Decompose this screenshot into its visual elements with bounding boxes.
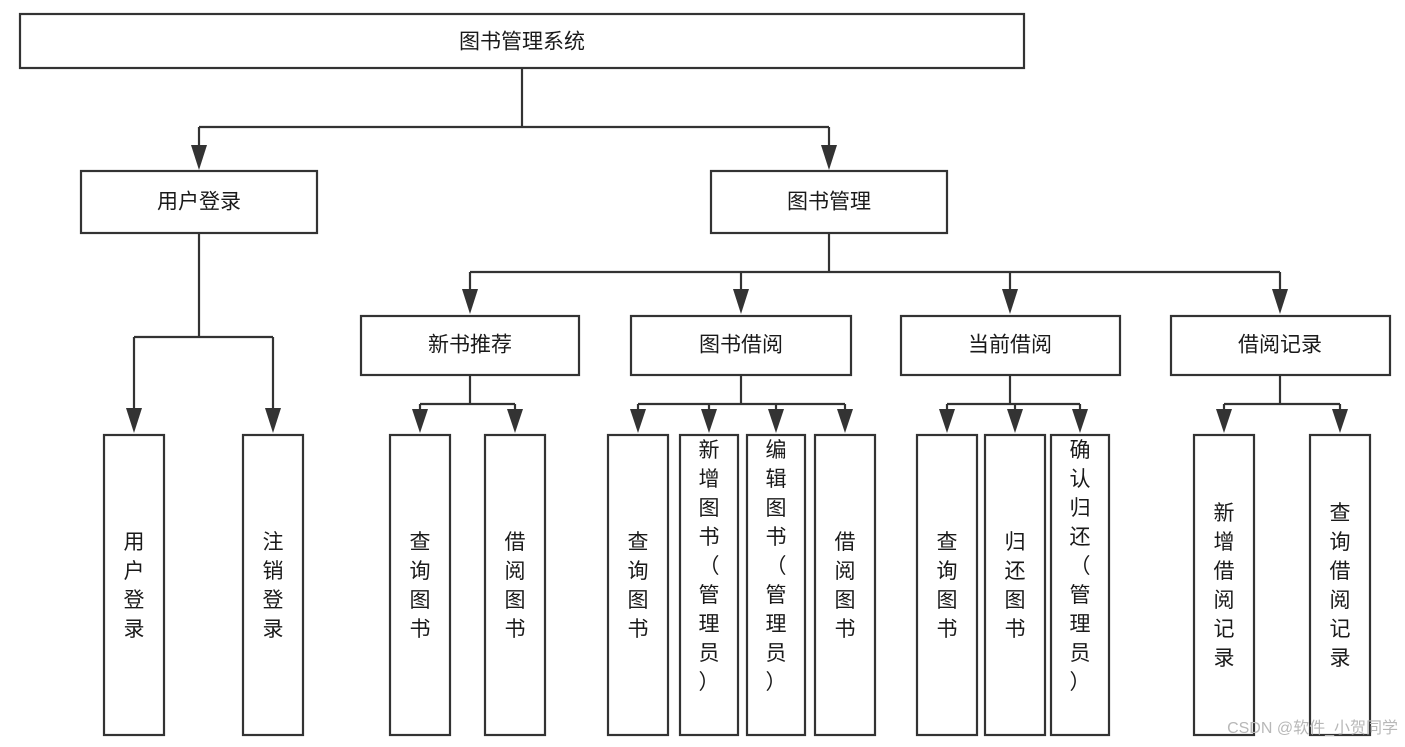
node-user-login-box[interactable] — [79, 169, 319, 235]
node-user-login-label: 用户登录 — [157, 191, 241, 214]
arrow-head-borrow-record — [1272, 289, 1288, 314]
connector-layer — [126, 68, 1348, 433]
node-leaf-query-book-1-box[interactable] — [388, 433, 452, 737]
node-new-book-recommend-box[interactable] — [359, 314, 581, 377]
node-book-borrow[interactable]: 图书借阅 — [629, 314, 853, 377]
arrow-head-leaf-add-record — [1216, 409, 1232, 433]
node-book-borrow-label: 图书借阅 — [699, 334, 783, 357]
node-leaf-edit-book-label: 编辑图书（管理员） — [766, 439, 787, 694]
node-current-borrow-box[interactable] — [899, 314, 1122, 377]
node-borrow-record[interactable]: 借阅记录 — [1169, 314, 1392, 377]
node-root[interactable]: 图书管理系统 — [18, 12, 1026, 70]
arrow-head-leaf-query-book-3 — [939, 409, 955, 433]
node-leaf-add-book-label: 新增图书（管理员） — [699, 439, 720, 694]
node-leaf-add-book[interactable]: 新增图书（管理员） — [678, 433, 740, 737]
arrow-head-leaf-user-login — [126, 408, 142, 433]
arrow-head-leaf-borrow-book-1 — [507, 409, 523, 433]
node-leaf-borrow-book-2-label: 借阅图书 — [835, 531, 856, 641]
node-current-borrow-label: 当前借阅 — [968, 334, 1052, 357]
node-leaf-user-login[interactable]: 用户登录 — [102, 433, 166, 737]
arrow-head-leaf-return-book — [1007, 409, 1023, 433]
node-leaf-logout-label: 注销登录 — [263, 531, 284, 641]
node-leaf-query-book-3-box[interactable] — [915, 433, 979, 737]
node-leaf-add-book-box[interactable] — [678, 433, 740, 737]
node-user-login[interactable]: 用户登录 — [79, 169, 319, 235]
arrow-head-current-borrow — [1002, 289, 1018, 314]
node-borrow-record-box[interactable] — [1169, 314, 1392, 377]
node-leaf-confirm-return[interactable]: 确认归还（管理员） — [1049, 433, 1111, 737]
node-leaf-return-book-box[interactable] — [983, 433, 1047, 737]
node-leaf-query-book-3-label: 查询图书 — [937, 531, 958, 641]
arrow-head-leaf-add-book — [701, 409, 717, 433]
node-leaf-borrow-book-1[interactable]: 借阅图书 — [483, 433, 547, 737]
arrow-head-leaf-confirm-return — [1072, 409, 1088, 433]
arrow-head-leaf-query-book-1 — [412, 409, 428, 433]
node-leaf-query-record-label: 查询借阅记录 — [1330, 502, 1351, 670]
node-root-label: 图书管理系统 — [459, 31, 585, 54]
node-leaf-borrow-book-2-box[interactable] — [813, 433, 877, 737]
arrow-head-new-book-recommend — [462, 289, 478, 314]
node-leaf-borrow-book-2[interactable]: 借阅图书 — [813, 433, 877, 737]
node-book-borrow-box[interactable] — [629, 314, 853, 377]
leaf-node-layer: 用户登录 注销登录 查询图书 借阅图书 查询图书 新增图书（管理员） 编辑图书（管理员） 借阅… — [102, 433, 1372, 737]
node-leaf-query-record-box[interactable] — [1308, 433, 1372, 737]
node-book-manage[interactable]: 图书管理 — [709, 169, 949, 235]
arrow-head-book-borrow — [733, 289, 749, 314]
node-book-manage-box[interactable] — [709, 169, 949, 235]
node-leaf-edit-book-box[interactable] — [745, 433, 807, 737]
node-leaf-borrow-book-1-label: 借阅图书 — [505, 531, 526, 641]
node-current-borrow[interactable]: 当前借阅 — [899, 314, 1122, 377]
csdn-watermark: CSDN @软件_小贺同学 — [1227, 719, 1398, 737]
node-leaf-edit-book[interactable]: 编辑图书（管理员） — [745, 433, 807, 737]
node-leaf-add-record-box[interactable] — [1192, 433, 1256, 737]
arrow-head-leaf-query-book-2 — [630, 409, 646, 433]
node-leaf-return-book-label: 归还图书 — [1005, 531, 1026, 641]
node-leaf-user-login-box[interactable] — [102, 433, 166, 737]
node-leaf-query-book-2-label: 查询图书 — [628, 531, 649, 641]
node-new-book-recommend-label: 新书推荐 — [428, 334, 512, 357]
arrow-head-leaf-query-record — [1332, 409, 1348, 433]
arrow-head-leaf-edit-book — [768, 409, 784, 433]
node-leaf-query-book-2[interactable]: 查询图书 — [606, 433, 670, 737]
node-leaf-query-book-2-box[interactable] — [606, 433, 670, 737]
node-leaf-user-login-label: 用户登录 — [124, 531, 145, 641]
node-leaf-borrow-book-1-box[interactable] — [483, 433, 547, 737]
node-leaf-add-record[interactable]: 新增借阅记录 — [1192, 433, 1256, 737]
node-leaf-confirm-return-box[interactable] — [1049, 433, 1111, 737]
arrow-head-book-manage — [821, 145, 837, 170]
arrow-head-leaf-borrow-book-2 — [837, 409, 853, 433]
node-leaf-confirm-return-label: 确认归还（管理员） — [1070, 439, 1091, 694]
node-leaf-return-book[interactable]: 归还图书 — [983, 433, 1047, 737]
node-leaf-add-record-label: 新增借阅记录 — [1214, 502, 1235, 670]
node-borrow-record-label: 借阅记录 — [1238, 334, 1322, 357]
node-new-book-recommend[interactable]: 新书推荐 — [359, 314, 581, 377]
node-leaf-logout-box[interactable] — [241, 433, 305, 737]
node-leaf-logout[interactable]: 注销登录 — [241, 433, 305, 737]
arrow-head-leaf-logout — [265, 408, 281, 433]
arrow-head-user-login — [191, 145, 207, 170]
node-root-box[interactable] — [18, 12, 1026, 70]
node-leaf-query-record[interactable]: 查询借阅记录 — [1308, 433, 1372, 737]
node-leaf-query-book-3[interactable]: 查询图书 — [915, 433, 979, 737]
node-leaf-query-book-1-label: 查询图书 — [410, 531, 431, 641]
node-leaf-query-book-1[interactable]: 查询图书 — [388, 433, 452, 737]
node-book-manage-label: 图书管理 — [787, 191, 871, 214]
